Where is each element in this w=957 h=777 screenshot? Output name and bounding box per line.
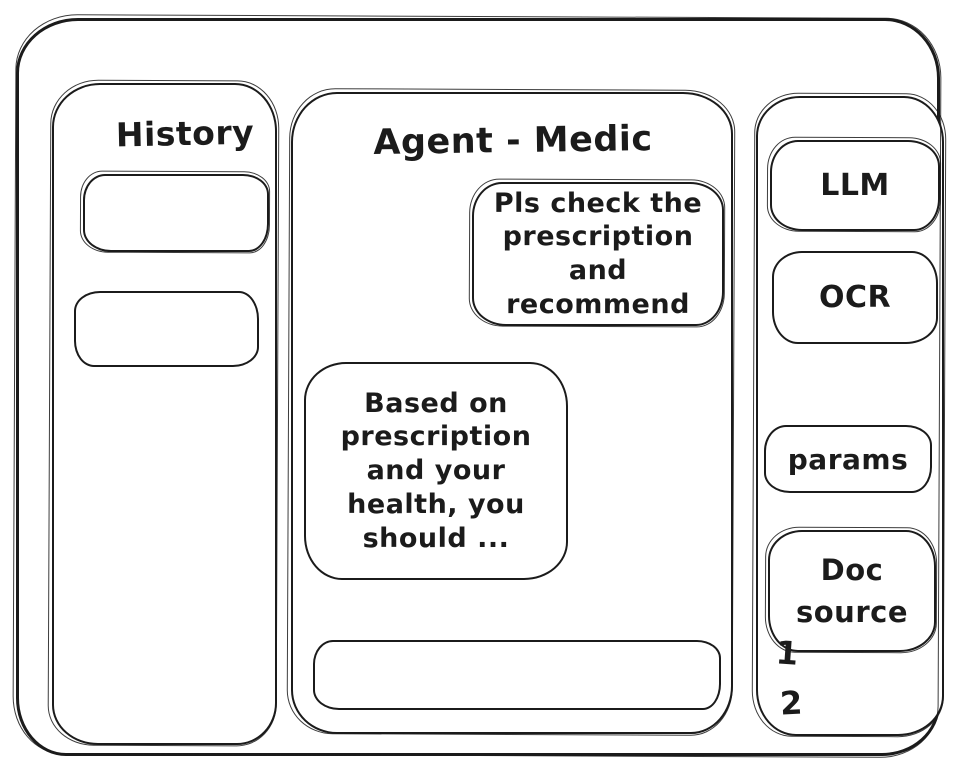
llm-button-label: LLM <box>820 167 890 203</box>
user-message-text: Pls check the prescription and recommend <box>493 187 703 320</box>
chat-panel-title: Agent - Medic <box>373 119 653 163</box>
annotation-2: 2 <box>779 683 804 723</box>
llm-button[interactable]: LLM <box>770 140 940 231</box>
doc-source-button-label: Doc source <box>796 552 908 629</box>
history-panel: History <box>52 83 277 745</box>
annotation-1: 1 <box>774 633 800 673</box>
params-button-label: params <box>787 442 909 476</box>
app-frame: History Agent - Medic Pls check the pres… <box>16 18 944 756</box>
history-panel-title: History <box>115 112 255 155</box>
params-button[interactable]: params <box>764 425 932 493</box>
user-message-bubble: Pls check the prescription and recommend <box>472 182 724 326</box>
agent-message-bubble: Based on prescription and your health, y… <box>304 362 568 580</box>
ocr-button[interactable]: OCR <box>772 251 938 344</box>
message-input[interactable] <box>313 640 721 710</box>
history-item[interactable] <box>83 174 269 252</box>
agent-message-text: Based on prescription and your health, y… <box>340 387 532 554</box>
tools-panel: LLM OCR params Doc source 1 2 <box>756 96 944 736</box>
doc-source-button[interactable]: Doc source <box>768 530 936 652</box>
ocr-button-label: OCR <box>818 279 892 315</box>
history-item[interactable] <box>74 291 259 367</box>
chat-panel: Agent - Medic Pls check the prescription… <box>291 92 733 734</box>
